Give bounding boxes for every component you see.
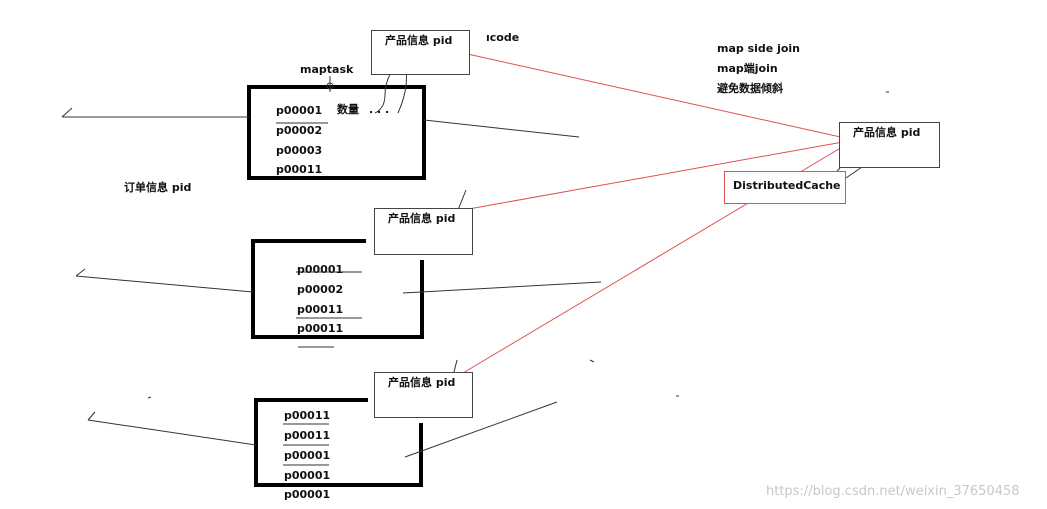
note-line-2: map端join [717,62,778,75]
maptask-frame-bot [254,398,423,487]
block-bot-row: p00011 [284,429,331,442]
product-info-box-mid [374,208,473,255]
split-lines [61,55,889,466]
product-info-label-top: 产品信息 pid [385,34,453,47]
block-mid-row: p00001 [297,263,344,276]
block-bot-row: p00001 [284,488,331,501]
quantity-label: 数量 [337,103,359,116]
distributed-cache-label: DistributedCache [733,179,841,192]
cache-broadcast-lines [462,52,855,374]
block-mid-row: p00002 [297,283,344,296]
maptask-label: maptask [300,63,354,76]
product-info-box-top [371,30,470,75]
block-top-row: p00001 [276,104,323,117]
maptask-frame-top [247,85,426,180]
product-info-label-mid: 产品信息 pid [388,212,456,225]
note-line-3: 避免数据倾斜 [717,82,783,95]
product-info-box-cache [839,122,940,168]
block-bot-row: p00001 [284,469,331,482]
note-line-1: map side join [717,42,800,55]
ellipsis-label: . . . [369,103,390,116]
product-info-label-cache: 产品信息 pid [853,126,921,139]
product-info-label-bot: 产品信息 pid [388,376,456,389]
block-mid-row: p00011 [297,322,344,335]
product-info-box-bot [374,372,473,418]
block-bot-row: p00011 [284,409,331,422]
block-mid-row: p00011 [297,303,344,316]
order-info-label: 订单信息 pid [124,181,192,194]
distributed-cache-box [724,171,846,204]
maptask-frame-mid [251,239,424,339]
block-top-row: p00002 [276,124,323,137]
watermark: https://blog.csdn.net/weixin_37650458 [766,484,1020,499]
block-top-row: p00003 [276,144,323,157]
code-label: ıcode [486,31,520,44]
block-top-row: p00011 [276,163,323,176]
block-bot-row: p00001 [284,449,331,462]
